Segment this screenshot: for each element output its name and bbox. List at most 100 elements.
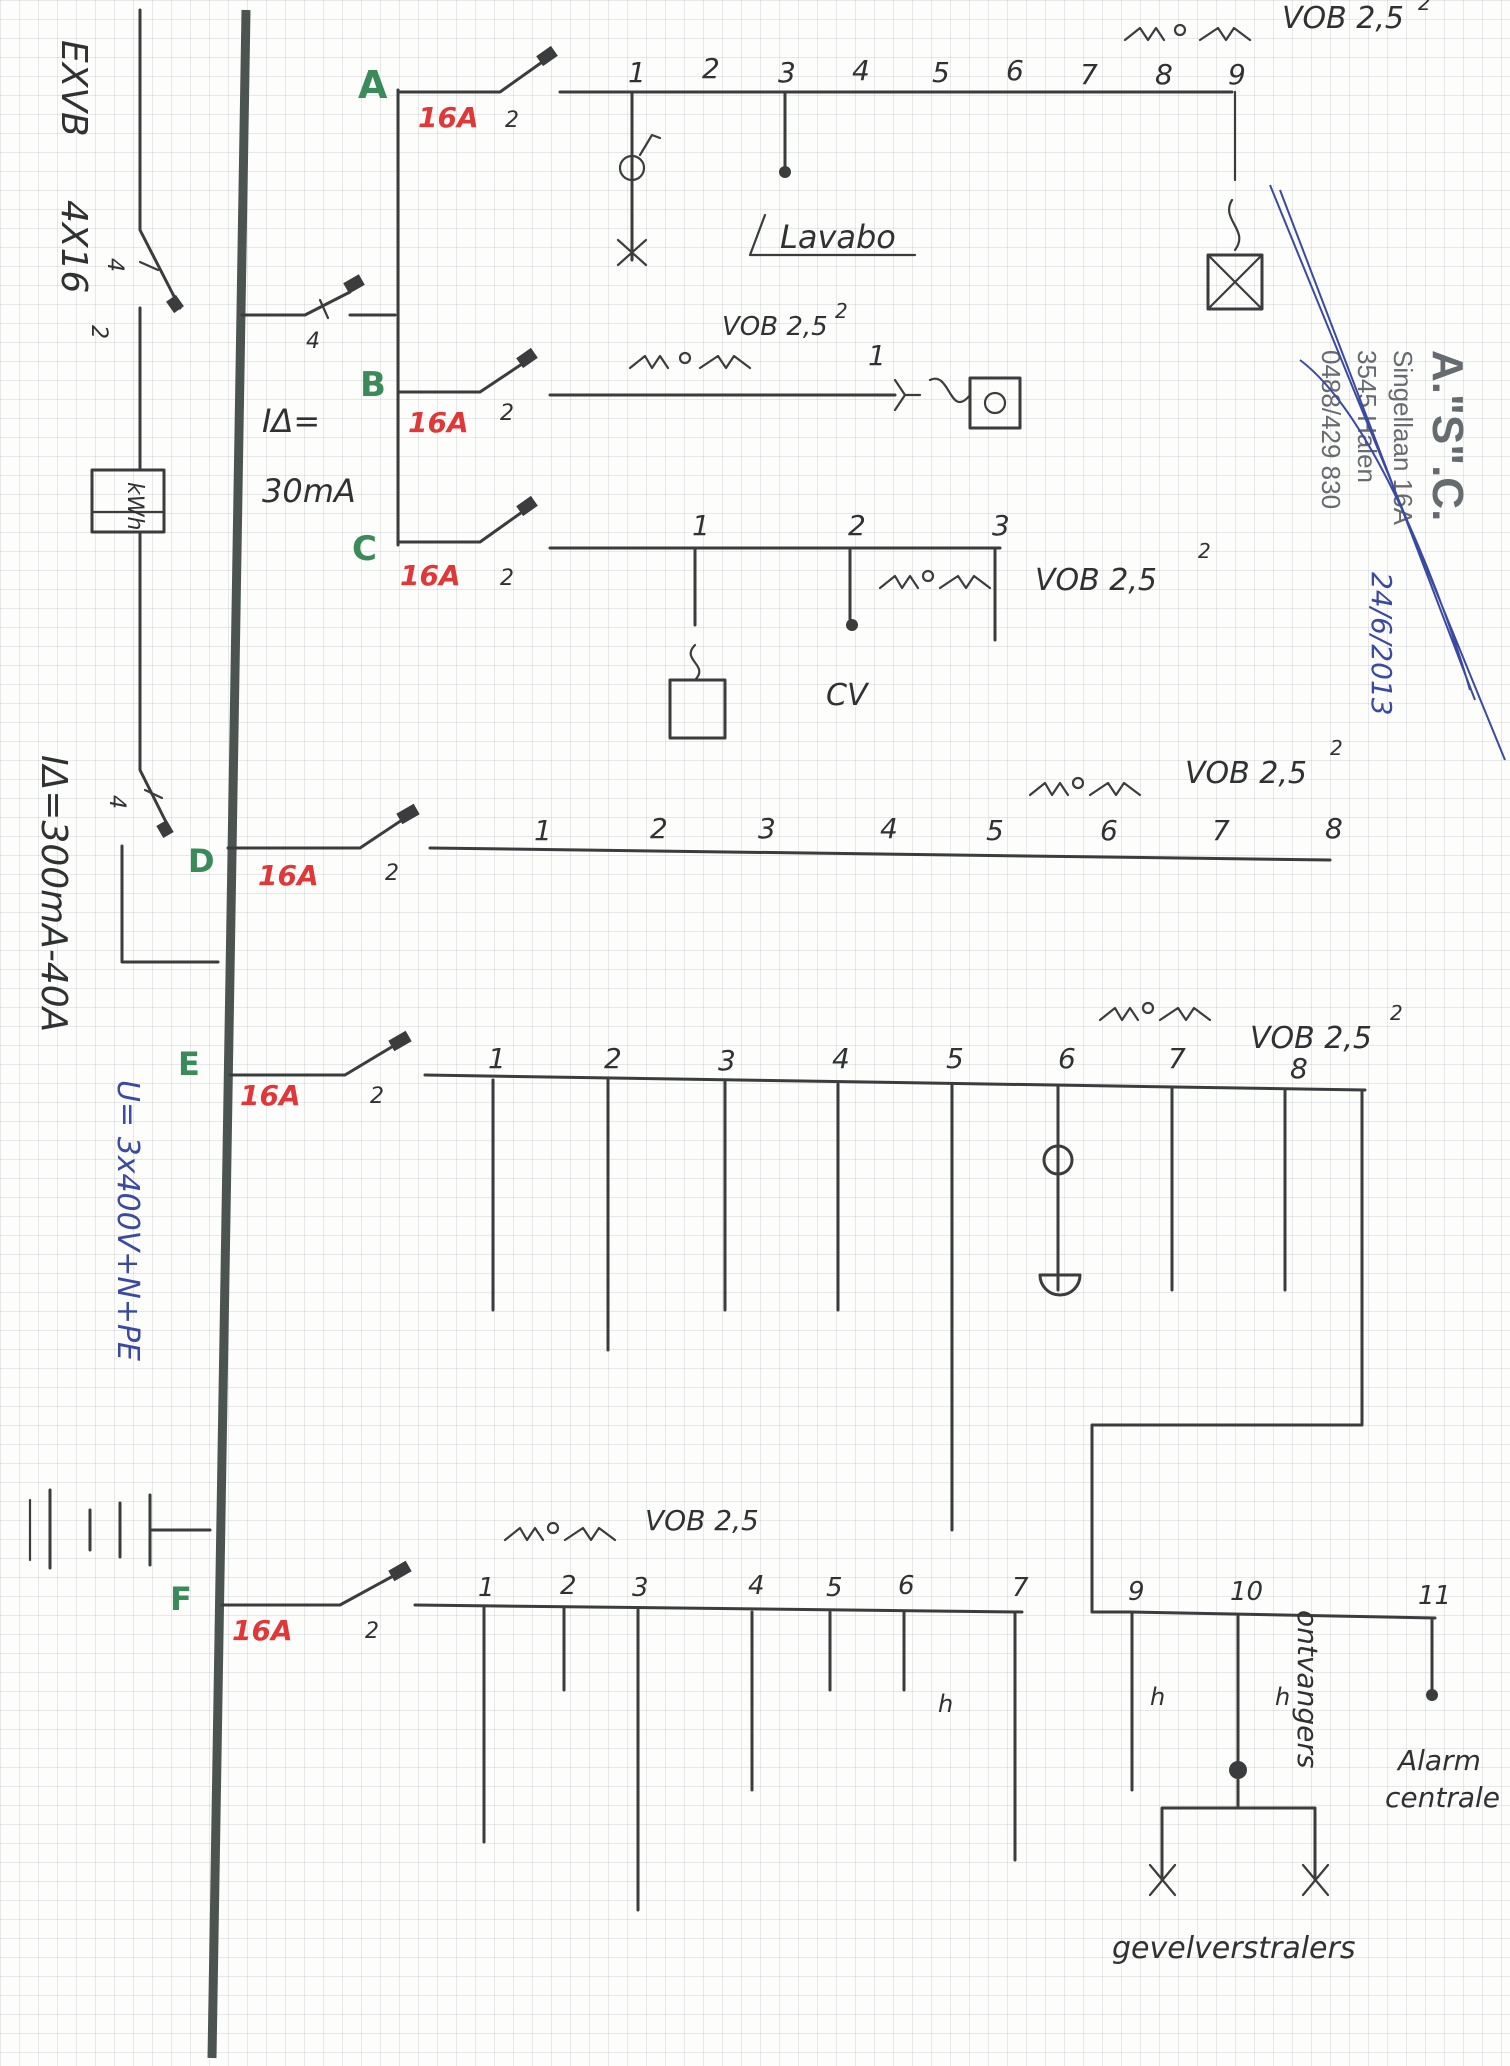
- circuit-f-h-mark-9: h: [1150, 1683, 1165, 1711]
- circuit-e-point-1: 1: [488, 1042, 506, 1075]
- circuit-a-note: Lavabo: [780, 218, 896, 256]
- circuit-d-cable-sup: 2: [1330, 736, 1343, 760]
- circuit-b-cable-sup: 2: [835, 299, 848, 323]
- circuit-e-rating: 16A: [240, 1079, 301, 1112]
- circuit-b: B 16A 2 VOB 2,5 2 1: [360, 299, 1022, 439]
- voltage-note: U= 3x400V+N+PE: [110, 1080, 145, 1361]
- circuit-a-point-3: 3: [778, 56, 796, 89]
- circuit-f-point-11: 11: [1418, 1581, 1451, 1611]
- circuit-f-cable: VOB 2,5: [645, 1504, 759, 1537]
- circuit-e-cable: VOB 2,5: [1250, 1021, 1372, 1056]
- circuit-e-point-4: 4: [832, 1042, 850, 1075]
- circuit-f-poles: 2: [365, 1619, 379, 1644]
- circuit-e-point-6: 6: [1058, 1042, 1076, 1075]
- circuit-a-point-7: 7: [1080, 58, 1098, 91]
- circuit-d-point-1: 1: [534, 814, 552, 847]
- main-cable-size: 4X16: [53, 200, 94, 293]
- circuit-f-point-2: 2: [560, 1571, 577, 1601]
- circuit-d-letter: D: [188, 842, 215, 880]
- rcd-30-label-1: IΔ=: [262, 402, 320, 440]
- circuit-d-point-5: 5: [986, 814, 1004, 847]
- circuit-e-point-8: 8: [1290, 1052, 1308, 1085]
- circuit-c: C 16A 2 1 2 3 VOB 2,5 2 CV: [352, 495, 1211, 740]
- main-busbar: [207, 9, 251, 2059]
- circuit-f-floodlights: gevelverstralers: [1112, 1931, 1355, 1966]
- circuit-a-point-1: 1: [628, 56, 646, 89]
- circuit-a-cable: VOB 2,5: [1282, 1, 1404, 36]
- main-cable-size-sup: 2: [86, 325, 111, 339]
- circuit-e-point-2: 2: [604, 1042, 622, 1075]
- circuit-f-h-mark-10: h: [1275, 1683, 1290, 1711]
- circuit-f-point-3: 3: [632, 1573, 649, 1603]
- circuit-a-cable-sup: 2: [1418, 0, 1431, 15]
- circuit-f-receiver-note: ontvangers: [1291, 1610, 1324, 1768]
- kwh-meter-label: kWh: [122, 482, 147, 530]
- main-feed: EXVB 4X16 2 4 kWh 4 IΔ=300mA-40A U= 3x40…: [28, 8, 220, 1570]
- circuit-d-cable: VOB 2,5: [1185, 756, 1307, 791]
- circuit-e-point-3: 3: [718, 1044, 736, 1077]
- circuit-a-point-5: 5: [932, 56, 950, 89]
- circuit-c-letter: C: [352, 529, 377, 569]
- company-stamp: A."S".C. Singellaan 16A 3545 Halen 0488/…: [1269, 184, 1506, 761]
- circuit-e: E 16A 2 1 2 3 4 5 6 7 8 VOB 2,5 2: [178, 1001, 1403, 1614]
- kwh-meter: [90, 468, 166, 534]
- main-rcd-label: IΔ=300mA-40A: [33, 755, 74, 1032]
- circuit-d-rating: 16A: [258, 859, 319, 892]
- circuit-f-point-4: 4: [748, 1571, 765, 1601]
- circuit-d-poles: 2: [385, 861, 399, 886]
- circuit-a-point-2: 2: [702, 52, 720, 85]
- circuit-c-point-3: 3: [992, 509, 1010, 542]
- circuit-c-point-2: 2: [848, 509, 866, 542]
- circuit-b-point-1: 1: [868, 339, 886, 372]
- circuit-c-note: CV: [826, 678, 870, 713]
- main-cable-label: EXVB: [53, 40, 94, 137]
- rcd-30-label-2: 30mA: [262, 472, 356, 510]
- circuit-f-letter: F: [170, 1580, 192, 1618]
- circuit-c-poles: 2: [500, 566, 514, 591]
- circuit-a-point-6: 6: [1006, 54, 1024, 87]
- circuit-c-cable: VOB 2,5: [1035, 563, 1157, 598]
- circuit-a-point-9: 9: [1228, 58, 1246, 91]
- circuit-a-letter: A: [358, 63, 388, 107]
- circuit-d-point-8: 8: [1325, 812, 1343, 845]
- circuit-e-point-7: 7: [1168, 1042, 1186, 1075]
- circuit-f-point-1: 1: [478, 1573, 495, 1603]
- circuit-d-point-3: 3: [758, 812, 776, 845]
- circuit-f-point-6: 6: [898, 1571, 915, 1601]
- circuit-a-point-4: 4: [852, 54, 870, 87]
- circuit-f-alarm-2: centrale: [1385, 1781, 1500, 1814]
- circuit-a: A 16A 2 1 2 3 4 5 6 7 8 9 VOB 2,5 2 Lava…: [358, 0, 1431, 311]
- stamp-company: A."S".C.: [1423, 350, 1472, 521]
- circuit-a-rating: 16A: [418, 101, 479, 134]
- circuit-d-point-7: 7: [1212, 814, 1230, 847]
- rcd-30ma: 4 IΔ= 30mA: [240, 88, 400, 547]
- circuit-f: F 16A 2 VOB 2,5 1 2 3 4 5 6 7 9 10 11 h: [170, 1504, 1500, 1966]
- circuit-c-point-1: 1: [692, 509, 710, 542]
- rcd-30-poles: 4: [306, 329, 320, 354]
- circuit-b-letter: B: [360, 365, 386, 405]
- circuit-d-point-4: 4: [880, 812, 898, 845]
- circuit-f-point-9: 9: [1128, 1577, 1145, 1607]
- circuit-a-poles: 2: [505, 108, 519, 133]
- circuit-b-rating: 16A: [408, 406, 469, 439]
- earth-symbol: [28, 1488, 212, 1570]
- stamp-phone: 0488/429 830: [1316, 350, 1346, 509]
- signature: [1269, 184, 1506, 761]
- main-switch-poles: 4: [102, 258, 127, 272]
- stamp-date: 24/6/2013: [1365, 572, 1398, 716]
- circuit-d-point-2: 2: [650, 812, 668, 845]
- circuit-b-poles: 2: [500, 401, 514, 426]
- circuit-f-rating: 16A: [232, 1614, 293, 1647]
- circuit-e-letter: E: [178, 1045, 200, 1083]
- circuit-e-poles: 2: [370, 1084, 384, 1109]
- stamp-address: Singellaan 16A: [1388, 350, 1418, 526]
- circuit-e-point-5: 5: [946, 1042, 964, 1075]
- main-rcd-poles: 4: [104, 795, 129, 809]
- circuit-f-alarm-1: Alarm: [1396, 1744, 1481, 1777]
- circuit-a-point-8: 8: [1155, 58, 1173, 91]
- circuit-d-point-6: 6: [1100, 814, 1118, 847]
- circuit-f-point-5: 5: [826, 1573, 843, 1603]
- circuit-d: D 16A 2 1 2 3 4 5 6 7 8 VOB 2,5 2: [188, 736, 1343, 892]
- circuit-e-cable-sup: 2: [1390, 1001, 1403, 1025]
